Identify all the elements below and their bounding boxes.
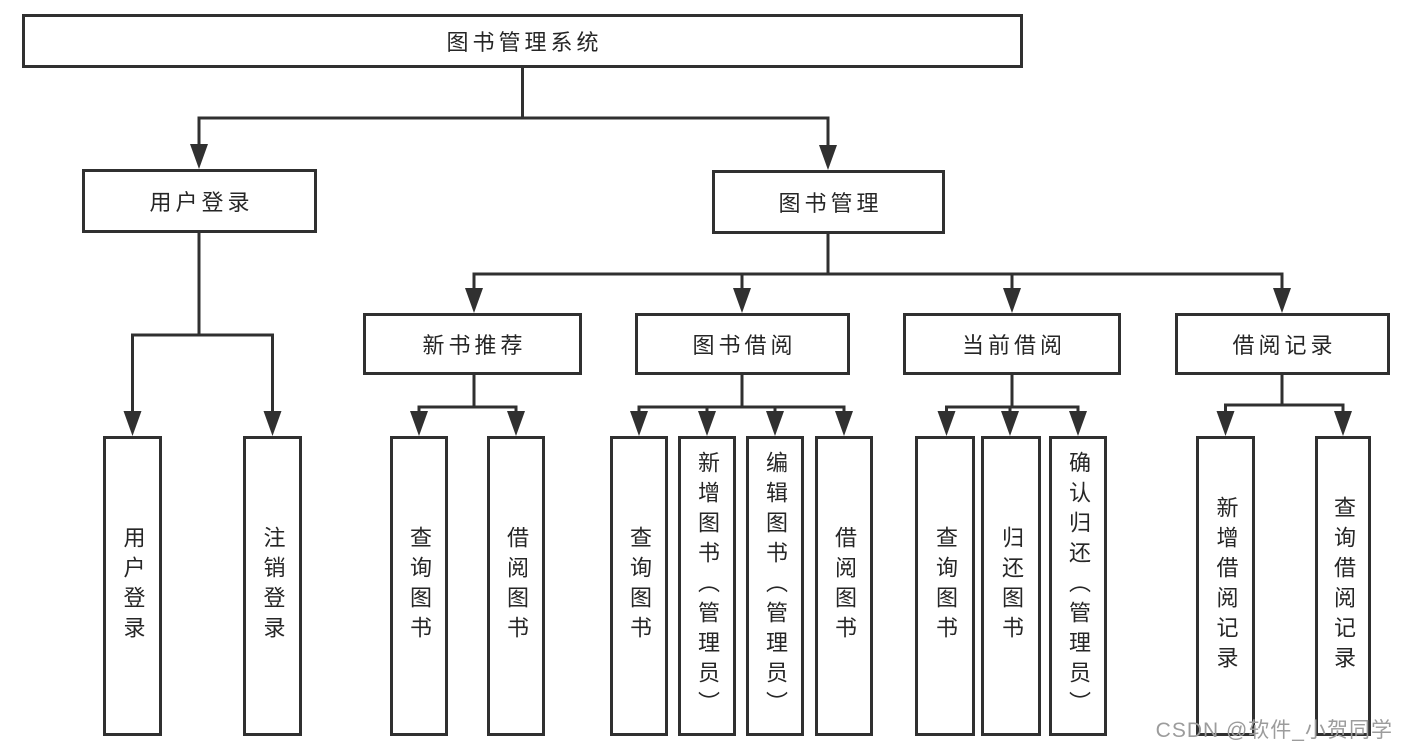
arrow-down-icon: [1216, 411, 1235, 436]
leaf-query-borrow-record: 查询借阅记录: [1315, 436, 1371, 736]
arrow-down-icon: [819, 145, 837, 170]
arrow-down-icon: [507, 411, 525, 436]
csdn-watermark: CSDN @软件_小贺同学: [1155, 719, 1393, 742]
node-root: 图书管理系统: [22, 14, 1023, 68]
arrow-down-icon: [1001, 411, 1019, 436]
connector-user-login-to-leaves: [131, 233, 274, 432]
connector-book-borrow-to-leaves: [637, 375, 846, 432]
node-book-borrow: 图书借阅: [635, 313, 850, 375]
arrow-down-icon: [937, 411, 956, 436]
arrow-down-icon: [698, 411, 716, 436]
node-user-login: 用户登录: [82, 169, 317, 233]
arrow-down-icon: [766, 411, 784, 436]
leaf-user-login: 用户登录: [103, 436, 162, 736]
connector-book-management-to-level3: [472, 234, 1284, 309]
arrow-down-icon: [630, 411, 648, 436]
leaf-confirm-return-admin: 确认归还（管理员）: [1049, 436, 1107, 736]
arrow-down-icon: [1003, 288, 1021, 313]
leaf-borrow-books-recommend: 借阅图书: [487, 436, 545, 736]
node-book-management: 图书管理: [712, 170, 945, 234]
arrow-down-icon: [190, 144, 208, 169]
leaf-return-books: 归还图书: [981, 436, 1041, 736]
leaf-borrow-books-borrow: 借阅图书: [815, 436, 873, 736]
connector-root-to-level2: [197, 68, 830, 166]
arrow-down-icon: [263, 411, 282, 436]
connector-new-book-to-leaves: [417, 375, 518, 432]
leaf-add-books-admin: 新增图书（管理员）: [678, 436, 736, 736]
arrow-down-icon: [410, 411, 428, 436]
node-new-book-recommend: 新书推荐: [363, 313, 582, 375]
node-current-borrow: 当前借阅: [903, 313, 1121, 375]
arrow-down-icon: [1069, 411, 1087, 436]
leaf-logout-login: 注销登录: [243, 436, 302, 736]
node-borrow-records: 借阅记录: [1175, 313, 1390, 375]
leaf-query-books-current: 查询图书: [915, 436, 975, 736]
arrow-down-icon: [1273, 288, 1291, 313]
arrow-down-icon: [123, 411, 142, 436]
arrow-down-icon: [1334, 411, 1352, 436]
arrowheads: [123, 144, 1352, 436]
leaf-add-borrow-record: 新增借阅记录: [1196, 436, 1255, 736]
leaf-query-books-borrow: 查询图书: [610, 436, 668, 736]
arrow-down-icon: [835, 411, 853, 436]
leaf-query-books-recommend: 查询图书: [390, 436, 448, 736]
arrow-down-icon: [465, 288, 483, 313]
arrow-down-icon: [733, 288, 751, 313]
connector-borrow-records-to-leaves: [1224, 375, 1345, 432]
leaf-edit-books-admin: 编辑图书（管理员）: [746, 436, 804, 736]
